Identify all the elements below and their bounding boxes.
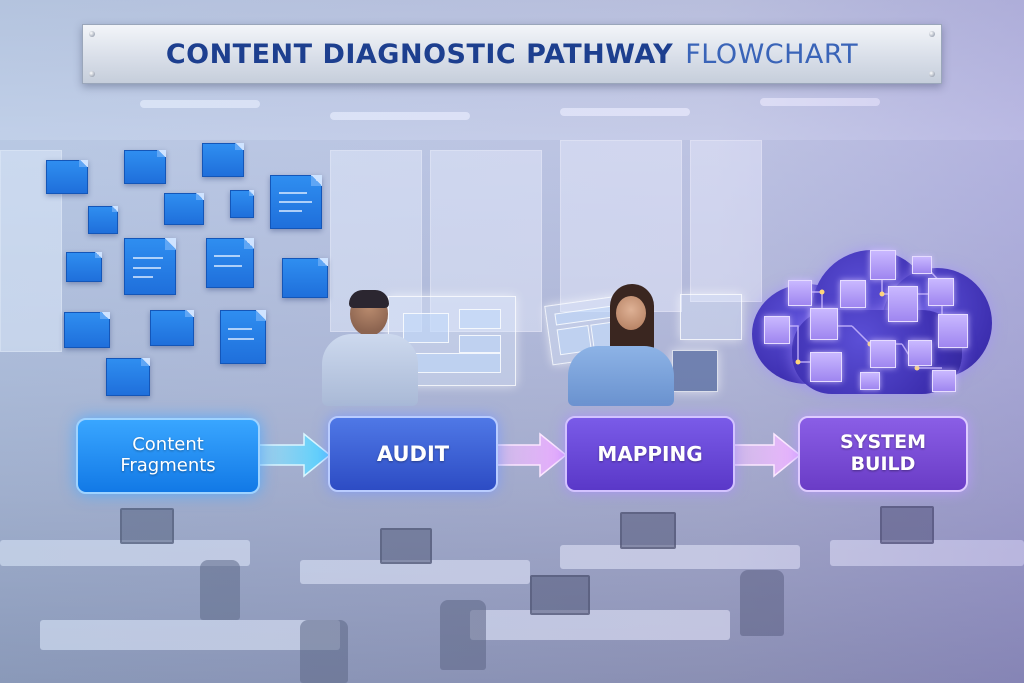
network-node xyxy=(938,314,968,348)
network-node xyxy=(928,278,954,306)
office-chair xyxy=(200,560,240,620)
document-icon xyxy=(282,258,328,298)
office-desk xyxy=(470,610,730,640)
step-label-line2: Fragments xyxy=(120,455,216,476)
document-line xyxy=(214,255,240,258)
document-icon xyxy=(106,358,150,396)
rivet-icon xyxy=(89,71,95,77)
network-node xyxy=(870,340,896,368)
document-icon xyxy=(270,175,322,229)
ceiling-light xyxy=(560,108,690,116)
office-window xyxy=(560,140,682,312)
woman-face xyxy=(616,296,646,330)
office-chair xyxy=(740,570,784,636)
step-label-line2: BUILD xyxy=(850,453,916,475)
document-line xyxy=(228,338,255,341)
network-node xyxy=(860,372,880,390)
document-icon xyxy=(64,312,110,348)
document-line xyxy=(133,266,161,269)
step-mapping: MAPPING xyxy=(565,416,735,492)
office-desk xyxy=(300,560,530,584)
arrow-right-icon xyxy=(494,432,568,478)
office-window xyxy=(690,140,762,302)
network-node xyxy=(888,286,918,322)
office-desk xyxy=(560,545,800,569)
monitor xyxy=(380,528,432,564)
document-icon xyxy=(230,190,255,218)
document-icon xyxy=(66,252,102,282)
ceiling-light xyxy=(330,112,470,120)
step-content-fragments: Content Fragments xyxy=(76,418,260,494)
monitor xyxy=(120,508,174,544)
step-label-line1: MAPPING xyxy=(597,441,703,466)
office-desk xyxy=(830,540,1024,566)
document-icon xyxy=(124,150,166,184)
document-line xyxy=(133,276,153,279)
document-icon xyxy=(206,238,254,288)
hologram-chart xyxy=(459,335,501,353)
document-line xyxy=(228,327,253,330)
document-line xyxy=(279,191,307,194)
man-body xyxy=(322,334,418,406)
office-window xyxy=(430,150,542,332)
network-node xyxy=(932,370,956,392)
step-audit: AUDIT xyxy=(328,416,498,492)
document-line xyxy=(279,210,302,213)
document-icon xyxy=(220,310,266,364)
office-desk xyxy=(40,620,340,650)
title-main: CONTENT DIAGNOSTIC PATHWAY xyxy=(165,38,674,70)
network-node xyxy=(908,340,932,366)
network-node xyxy=(912,256,932,274)
hologram-chart xyxy=(459,309,501,329)
ceiling-light xyxy=(140,100,260,108)
office-chair xyxy=(300,620,348,683)
rivet-icon xyxy=(89,31,95,37)
document-line xyxy=(214,264,242,267)
step-system-build: SYSTEM BUILD xyxy=(798,416,968,492)
network-node xyxy=(810,308,838,340)
monitor xyxy=(620,512,676,549)
cloud-network-icon xyxy=(752,244,992,394)
document-icon xyxy=(150,310,194,346)
document-line xyxy=(279,200,312,203)
laptop-icon xyxy=(672,350,718,392)
document-icon xyxy=(88,206,119,234)
office-chair xyxy=(440,600,486,670)
arrow-right-icon xyxy=(254,432,332,478)
network-node xyxy=(764,316,790,344)
rivet-icon xyxy=(929,71,935,77)
network-node xyxy=(840,280,866,308)
rivet-icon xyxy=(929,31,935,37)
ceiling-light xyxy=(760,98,880,106)
step-label-line1: AUDIT xyxy=(376,441,450,466)
network-node xyxy=(810,352,842,382)
title-accent: FLOWCHART xyxy=(685,38,859,70)
title-banner: CONTENT DIAGNOSTIC PATHWAY FLOWCHART xyxy=(82,24,942,84)
monitor xyxy=(880,506,934,544)
hologram-chart xyxy=(403,313,449,343)
step-label-line1: Content xyxy=(132,434,204,456)
step-label-line1: SYSTEM xyxy=(840,431,926,454)
network-node xyxy=(788,280,812,306)
document-icon xyxy=(124,238,176,295)
document-line xyxy=(133,256,163,259)
man-hair xyxy=(349,290,389,308)
document-icon xyxy=(164,193,204,225)
document-icon xyxy=(46,160,88,194)
document-icon xyxy=(202,143,244,177)
hologram-screen-icon xyxy=(680,294,742,340)
network-node xyxy=(870,250,896,280)
arrow-right-icon xyxy=(730,432,802,478)
monitor xyxy=(530,575,590,615)
woman-body xyxy=(568,346,674,406)
